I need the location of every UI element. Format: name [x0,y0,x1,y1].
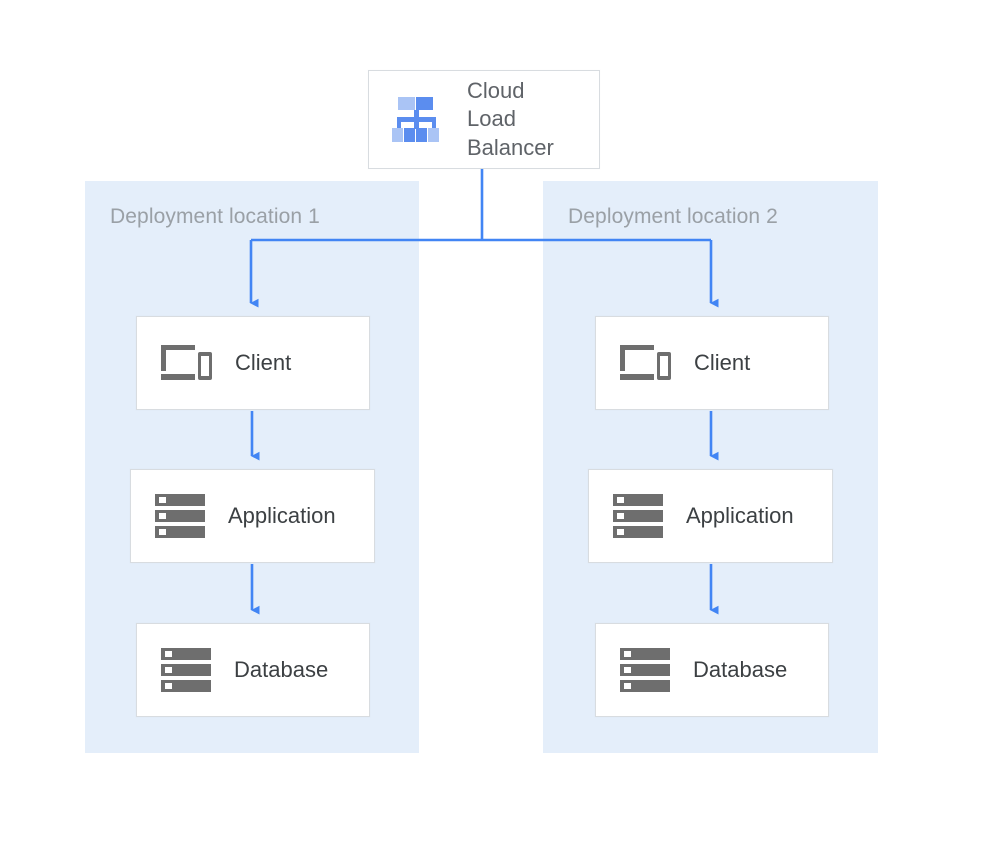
node-client-zone-2[interactable]: Client [595,316,829,410]
client-devices-icon [618,341,672,385]
client-devices-icon [159,341,213,385]
node-label: Cloud Load Balancer [467,78,554,160]
node-cloud-load-balancer[interactable]: Cloud Load Balancer [368,70,600,169]
node-label: Application [686,503,794,528]
node-label: Client [694,350,751,375]
server-stack-icon [160,647,212,693]
node-application-zone-1[interactable]: Application [130,469,375,563]
node-label: Application [228,503,336,528]
deployment-zone-2-label: Deployment location 2 [568,205,778,228]
node-application-zone-2[interactable]: Application [588,469,833,563]
node-label: Database [693,657,788,682]
node-label: Client [235,350,292,375]
server-stack-icon [154,493,206,539]
node-database-zone-1[interactable]: Database [136,623,370,717]
server-stack-icon [619,647,671,693]
deployment-zone-1-label: Deployment location 1 [110,205,320,228]
node-client-zone-1[interactable]: Client [136,316,370,410]
server-stack-icon [612,493,664,539]
cloud-load-balancer-icon [389,91,447,149]
node-database-zone-2[interactable]: Database [595,623,829,717]
node-label: Database [234,657,329,682]
